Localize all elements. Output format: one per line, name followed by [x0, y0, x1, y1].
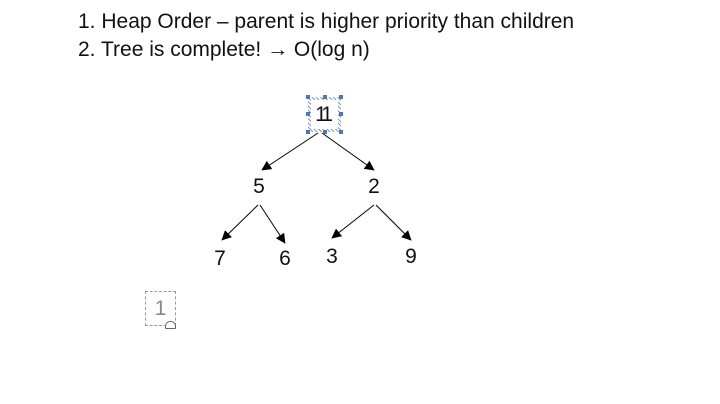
- rule-complete-tree: 2. Tree is complete! → O(log n): [78, 38, 370, 61]
- edge-root-2: [321, 132, 374, 170]
- edge-2-9: [375, 204, 411, 240]
- resize-handle[interactable]: [339, 112, 343, 116]
- resize-handle[interactable]: [306, 95, 310, 99]
- resize-handle[interactable]: [339, 130, 343, 134]
- resize-handle[interactable]: [323, 95, 327, 99]
- node-6: 6: [279, 247, 291, 270]
- rule-heap-order: 1. Heap Order – parent is higher priorit…: [78, 10, 575, 33]
- node-2: 2: [368, 175, 380, 198]
- edge-5-6: [259, 204, 286, 243]
- anchor-icon: [165, 321, 176, 329]
- node-root[interactable]: 11: [315, 103, 333, 126]
- node-5: 5: [253, 175, 265, 198]
- node-7: 7: [214, 247, 226, 270]
- node-9: 9: [405, 245, 417, 268]
- resize-handle[interactable]: [306, 130, 310, 134]
- edge-root-5: [262, 132, 319, 171]
- resize-handle[interactable]: [306, 112, 310, 116]
- edge-2-3: [332, 204, 375, 238]
- edge-5-7: [222, 204, 259, 240]
- floating-textbox[interactable]: 1: [145, 291, 176, 326]
- node-3: 3: [326, 245, 338, 268]
- selected-textbox[interactable]: [308, 97, 341, 132]
- resize-handle[interactable]: [339, 95, 343, 99]
- resize-handle[interactable]: [323, 130, 327, 134]
